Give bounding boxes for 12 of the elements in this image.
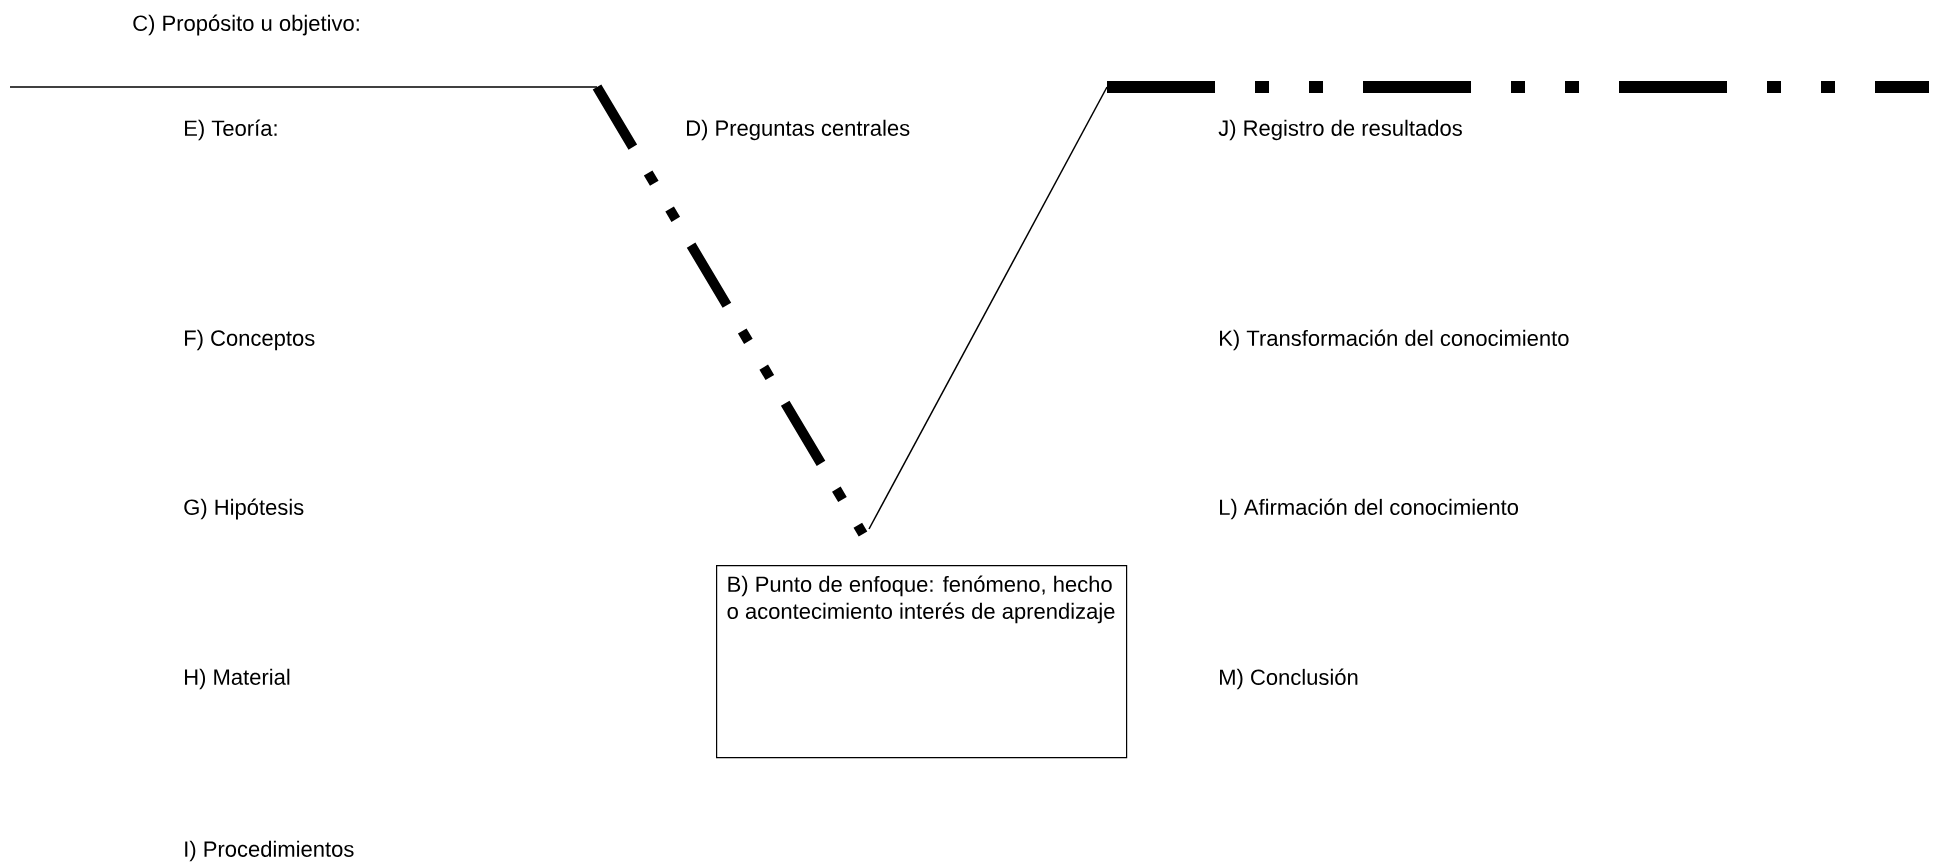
label-text: J) Registro de resultados [1218, 119, 1462, 141]
label-text: C) Propósito u objetivo: [133, 14, 359, 36]
label-text: M) Conclusión [1220, 668, 1358, 690]
label-text: F) Conceptos [185, 329, 315, 351]
label-text: G) Hipótesis [184, 498, 304, 520]
text-box: B) Punto de enfoque: fenómeno, hecho o acontecimiento interés de aprendizaje [716, 565, 1128, 759]
label-text: L) Afirmación del conocimiento [1220, 498, 1518, 520]
label-text: E) Teoría: [185, 119, 277, 141]
label-text: K) Transformación del conocimiento [1220, 329, 1569, 351]
label-text: H) Material [185, 668, 290, 690]
label-text: D) Preguntas centrales [687, 119, 910, 141]
label-text: I) Procedimientos [185, 840, 354, 862]
